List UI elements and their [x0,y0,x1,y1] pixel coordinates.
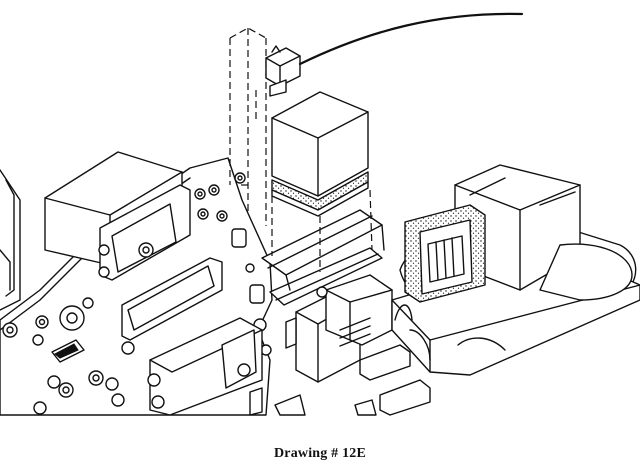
drawing-caption: Drawing # 12E [273,446,367,461]
explode-guides [229,27,373,272]
connector-plug [265,12,524,97]
mounting-rail [261,209,385,306]
bottom-details [274,344,431,416]
exploded-assembly-drawing [0,12,640,416]
panel-cutouts [51,257,223,363]
coil-motor [391,164,640,376]
lower-relay [147,317,263,416]
relay-cube [271,91,369,217]
screws [2,172,272,415]
switch-module [98,184,191,281]
left-bracket [0,169,21,311]
